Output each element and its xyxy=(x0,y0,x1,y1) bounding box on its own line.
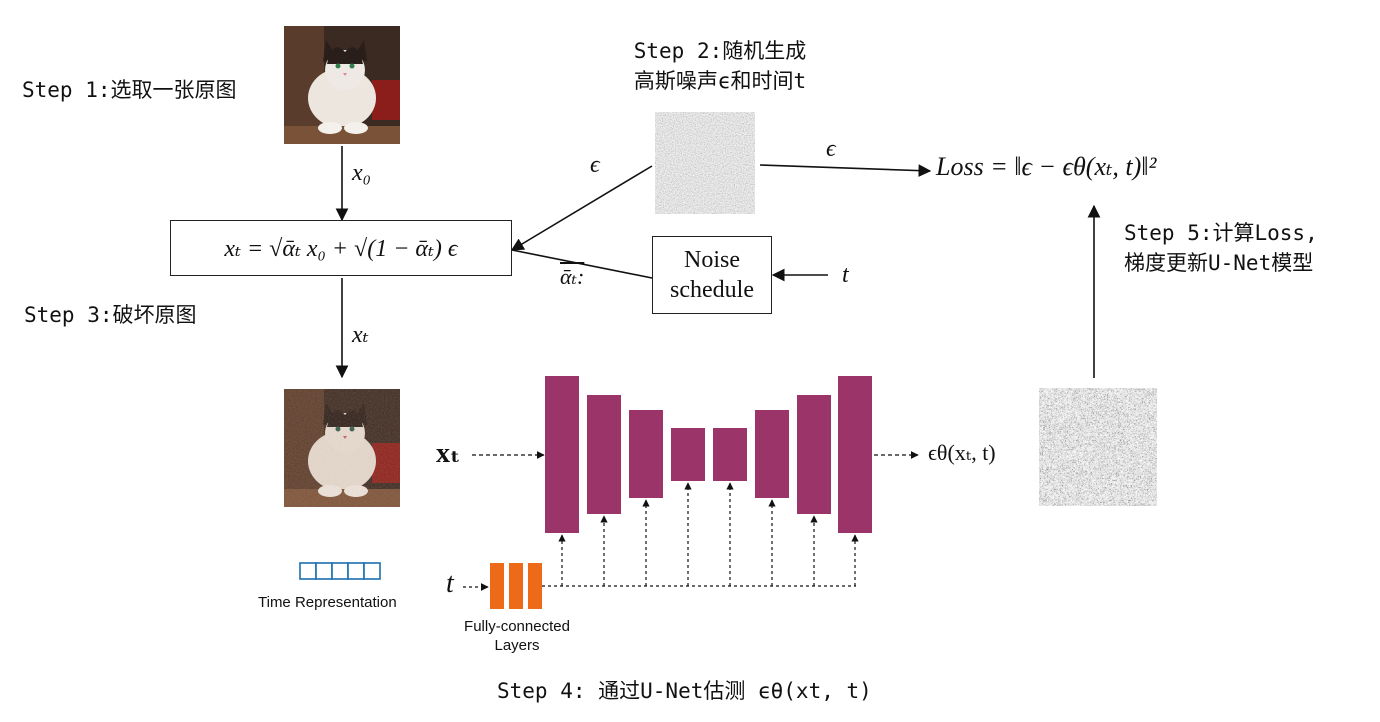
gaussian-noise-image xyxy=(655,112,755,214)
step1-label: Step 1:选取一张原图 xyxy=(22,78,237,102)
t-fc-label: t xyxy=(446,568,454,599)
step3-label: Step 3:破坏原图 xyxy=(24,303,197,327)
predicted-noise-image xyxy=(1039,388,1157,506)
unet-block-3 xyxy=(629,410,663,498)
time-representation-cells xyxy=(299,562,381,580)
arrow-noise-to-formula xyxy=(510,165,653,251)
loss-formula: Loss = ‖ϵ − ϵθ(xₜ, t)‖² xyxy=(936,152,1157,181)
fully-connected-layers xyxy=(490,563,542,609)
time-cell-5 xyxy=(363,562,381,580)
arrow-noise-to-loss xyxy=(759,164,932,177)
fc-layers-line1: Fully-connected xyxy=(464,618,570,635)
epsilon-label-right: ϵ xyxy=(826,136,836,162)
unet-block-4 xyxy=(671,428,705,481)
fc-layer-2 xyxy=(509,563,523,609)
alpha-bar-label: ᾱₜ: xyxy=(560,264,585,289)
fc-layers-line2: Layers xyxy=(494,637,540,654)
noise-schedule-box: Noise schedule xyxy=(652,236,772,314)
step2-line1: Step 2:随机生成 xyxy=(633,39,807,63)
xt-label: xₜ xyxy=(352,322,369,348)
unet-block-6 xyxy=(755,410,789,498)
step5-line1: Step 5:计算Loss, xyxy=(1124,221,1318,245)
time-embedding-connections xyxy=(542,482,859,587)
step2-line2: 高斯噪声ϵ和时间t xyxy=(633,69,807,93)
arrow-schedule-to-formula xyxy=(511,249,653,279)
step4-label: Step 4: 通过U-Net估测 ϵθ(xt, t) xyxy=(497,679,872,703)
forward-diffusion-formula: xₜ = √ᾱₜ x₀ + √(1 − ᾱₜ) ϵ xyxy=(224,235,458,262)
unet-block-5 xyxy=(713,428,747,481)
step5-line2: 梯度更新U-Net模型 xyxy=(1124,251,1314,275)
step5-label: Step 5:计算Loss, 梯度更新U-Net模型 xyxy=(1124,218,1318,278)
unet-output-label: ϵθ(xₜ, t) xyxy=(928,440,996,465)
epsilon-label-left: ϵ xyxy=(590,152,600,178)
unet-input-label: xₜ xyxy=(436,438,461,469)
unet-block-2 xyxy=(587,395,621,514)
step2-label: Step 2:随机生成 高斯噪声ϵ和时间t xyxy=(610,36,830,96)
unet-architecture xyxy=(545,376,872,533)
fc-layer-1 xyxy=(490,563,504,609)
original-cat-image xyxy=(284,26,400,144)
fc-layer-3 xyxy=(528,563,542,609)
noised-cat-image xyxy=(284,389,400,507)
unet-block-7 xyxy=(797,395,831,514)
time-representation-label: Time Representation xyxy=(258,594,397,611)
unet-block-8 xyxy=(838,376,872,533)
unet-block-1 xyxy=(545,376,579,533)
noise-schedule-line1: Noise xyxy=(684,247,740,273)
fc-layers-label: Fully-connected Layers xyxy=(440,617,594,655)
forward-diffusion-formula-box: xₜ = √ᾱₜ x₀ + √(1 − ᾱₜ) ϵ xyxy=(170,220,512,276)
noise-schedule-line2: schedule xyxy=(670,277,754,303)
t-input-label: t xyxy=(842,262,849,288)
x0-label: x₀ xyxy=(352,160,371,186)
